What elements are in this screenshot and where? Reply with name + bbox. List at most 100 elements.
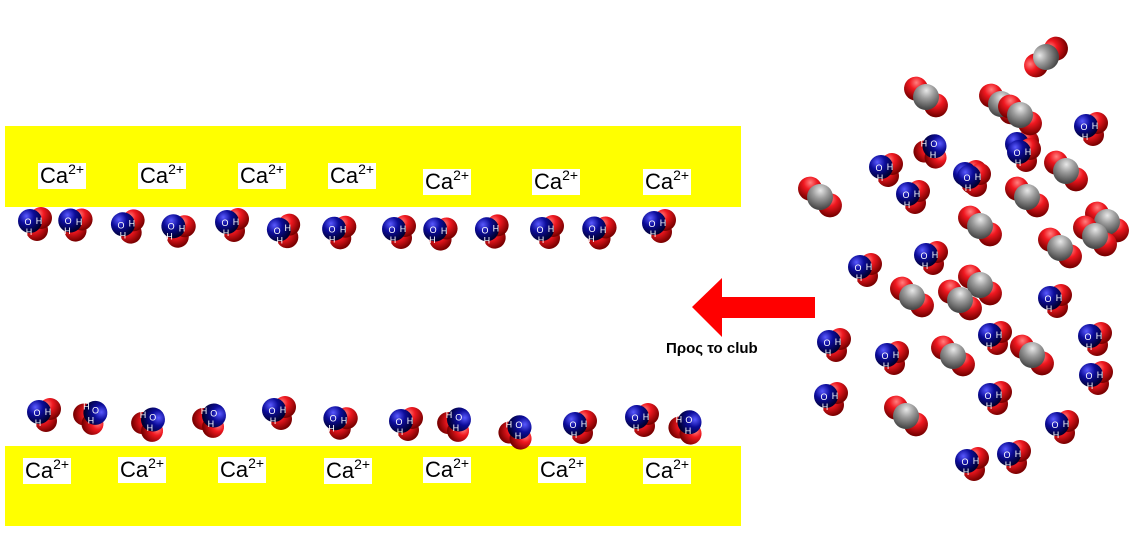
calcium-ion: Ca2+ (38, 161, 87, 189)
svg-text:H: H (581, 419, 588, 429)
water-atom-labels: OHH (201, 406, 217, 429)
svg-text:H: H (921, 138, 928, 148)
calcium-ion: Ca2+ (423, 167, 472, 195)
svg-text:O: O (1051, 420, 1058, 430)
svg-text:O: O (875, 163, 882, 173)
svg-text:H: H (1097, 370, 1104, 380)
svg-text:H: H (1005, 460, 1012, 470)
svg-text:O: O (149, 412, 156, 422)
water-atom-labels: OHH (446, 410, 462, 433)
water-molecule (978, 321, 1012, 355)
water-molecule (389, 407, 423, 441)
water-molecule (530, 215, 564, 249)
svg-text:H: H (341, 416, 348, 426)
svg-text:O: O (648, 219, 655, 229)
svg-text:H: H (1046, 304, 1053, 314)
water-molecule (382, 215, 416, 249)
water-molecule (625, 403, 659, 437)
water-molecule (498, 415, 532, 450)
calcium-ion: Ca2+ (218, 455, 267, 483)
svg-text:O: O (854, 263, 861, 273)
carbon-dioxide-molecule (938, 279, 982, 321)
svg-text:O: O (168, 222, 175, 232)
water-molecule (215, 208, 249, 242)
water-molecule (18, 207, 52, 241)
svg-text:H: H (975, 172, 982, 182)
water-molecule (437, 407, 471, 442)
svg-text:H: H (676, 414, 683, 424)
svg-text:H: H (88, 416, 95, 426)
calcium-ion: Ca2+ (643, 167, 692, 195)
svg-text:O: O (65, 216, 72, 226)
water-atom-labels: OHH (506, 419, 523, 441)
svg-text:H: H (1056, 293, 1063, 303)
calcium-ion: Ca2+ (532, 167, 581, 195)
svg-text:O: O (33, 408, 40, 418)
water-molecule (323, 406, 358, 440)
svg-text:H: H (904, 200, 911, 210)
water-molecule (1074, 112, 1108, 146)
svg-text:O: O (920, 251, 927, 261)
svg-text:H: H (441, 226, 448, 236)
svg-text:H: H (996, 330, 1003, 340)
carbon-dioxide-molecule (931, 335, 975, 377)
carbon-dioxide-molecule (884, 395, 928, 437)
svg-text:O: O (1013, 148, 1020, 158)
arrow-left-icon (692, 278, 815, 337)
water-atom-labels: OHH (676, 414, 693, 436)
water-molecule (423, 217, 458, 251)
water-molecule (914, 241, 948, 275)
svg-text:H: H (866, 262, 873, 272)
svg-text:H: H (76, 217, 83, 227)
water-molecule (955, 447, 989, 481)
svg-text:H: H (36, 216, 43, 226)
svg-text:O: O (820, 392, 827, 402)
svg-text:H: H (973, 456, 980, 466)
svg-text:O: O (455, 412, 462, 422)
svg-text:O: O (92, 406, 99, 416)
svg-text:H: H (1086, 342, 1093, 352)
water-molecule (1038, 284, 1072, 318)
svg-text:H: H (83, 402, 90, 412)
carbon-dioxide-molecule (890, 276, 934, 318)
svg-text:H: H (201, 406, 208, 416)
svg-text:H: H (1053, 430, 1060, 440)
svg-text:H: H (965, 183, 972, 193)
svg-text:H: H (1082, 132, 1089, 142)
svg-text:O: O (329, 225, 336, 235)
svg-text:O: O (984, 331, 991, 341)
calcium-ion: Ca2+ (538, 455, 587, 483)
svg-text:O: O (536, 225, 543, 235)
svg-text:H: H (650, 229, 657, 239)
svg-text:H: H (832, 391, 839, 401)
water-atom-labels: OHH (140, 410, 156, 433)
calcium-ion: Ca2+ (423, 455, 472, 483)
svg-text:H: H (538, 235, 545, 245)
svg-text:H: H (986, 401, 993, 411)
water-molecule (1078, 322, 1112, 356)
svg-text:H: H (120, 230, 127, 240)
water-molecule (957, 163, 991, 197)
svg-text:H: H (914, 189, 921, 199)
svg-text:H: H (493, 223, 500, 233)
svg-text:O: O (515, 420, 522, 430)
svg-text:H: H (1063, 419, 1070, 429)
svg-text:H: H (166, 232, 173, 242)
water-molecule (875, 341, 909, 375)
water-molecule (266, 213, 301, 249)
svg-text:O: O (24, 217, 31, 227)
svg-text:H: H (633, 423, 640, 433)
svg-text:H: H (643, 412, 650, 422)
svg-text:H: H (922, 261, 929, 271)
